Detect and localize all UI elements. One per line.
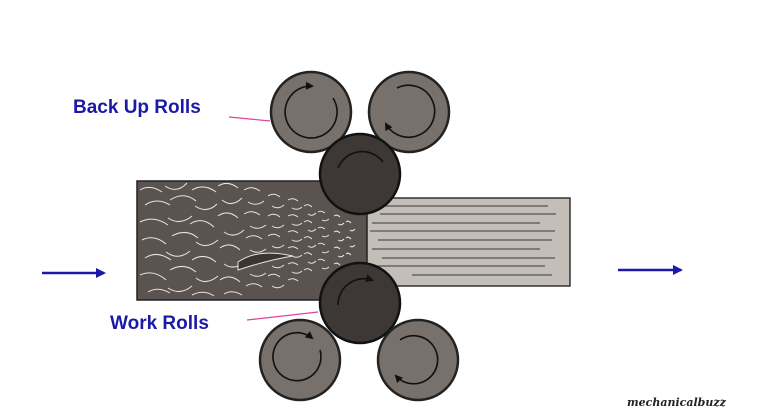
back-up-roll-bottom-left xyxy=(258,318,342,402)
credit-watermark: mechanicalbuzz xyxy=(627,396,726,409)
back-up-rolls-label: Back Up Rolls xyxy=(73,97,201,118)
back-up-rolls-leader-line xyxy=(228,116,271,122)
incoming-strip-grain-pattern xyxy=(139,182,356,297)
outgoing-strip xyxy=(354,197,571,287)
back-up-roll-top-left xyxy=(269,70,353,154)
work-roll-top xyxy=(318,132,402,216)
back-up-roll-bottom-right xyxy=(376,318,460,402)
work-rolls-leader-line xyxy=(246,311,319,321)
outgoing-strip-grain-lines xyxy=(370,205,556,276)
back-up-roll-top-right xyxy=(367,70,451,154)
work-roll-bottom xyxy=(318,261,402,345)
work-rolls-label: Work Rolls xyxy=(110,313,209,334)
